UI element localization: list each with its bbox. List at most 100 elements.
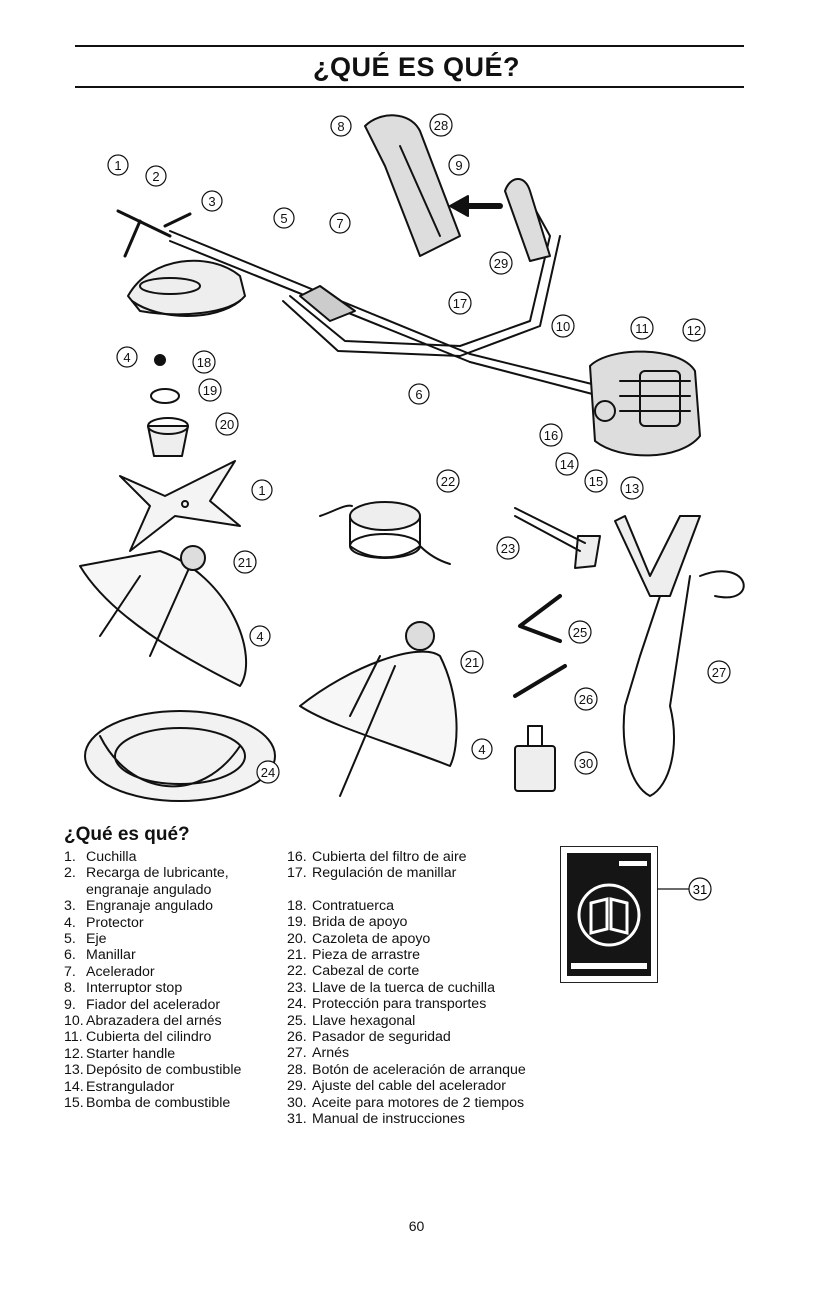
- legend-item: 15.Bomba de combustible: [64, 1095, 231, 1112]
- callout-26: 26: [574, 687, 598, 711]
- callout-22: 22: [436, 469, 460, 493]
- svg-text:10: 10: [556, 319, 570, 334]
- legend-item: engranaje angulado: [86, 881, 212, 898]
- title-underline: [75, 86, 744, 88]
- legend-item: 16.Cubierta del filtro de aire: [287, 849, 467, 865]
- legend-item: 25.Llave hexagonal: [287, 1012, 416, 1029]
- legend-item: 3.Engranaje angulado: [64, 898, 214, 915]
- svg-text:28: 28: [434, 118, 448, 133]
- svg-text:20: 20: [220, 417, 234, 432]
- page-title: ¿QUÉ ES QUÉ?: [312, 52, 521, 82]
- legend-item: 17.Regulación de manillar: [287, 865, 457, 882]
- callout-8: 8: [330, 115, 352, 137]
- callout-18: 18: [192, 350, 216, 374]
- legend-item: 23.Llave de la tuerca de cuchilla: [287, 979, 495, 996]
- callout-4b: 4: [249, 625, 271, 647]
- handlebar-drawing: [282, 190, 561, 357]
- transport-guard-drawing: [84, 710, 276, 802]
- blade-wrench-drawing: [514, 507, 601, 569]
- grip-drawing: [504, 178, 551, 262]
- svg-text:6: 6: [415, 387, 422, 402]
- legend-item: 21.Pieza de arrastre: [287, 947, 421, 964]
- guard-assembly-drawing: [116, 209, 246, 317]
- svg-text:19: 19: [203, 383, 217, 398]
- hex-key-drawing: [518, 594, 562, 643]
- legend-item: 19.Brida de apoyo: [287, 914, 408, 931]
- top-rule: [75, 45, 744, 47]
- svg-text:4: 4: [256, 629, 263, 644]
- svg-text:5: 5: [280, 211, 287, 226]
- legend-item: 18.Contratuerca: [287, 897, 395, 914]
- legend-item: 12.Starter handle: [64, 1045, 176, 1062]
- callout-6: 6: [408, 383, 430, 405]
- callout-1: 1: [107, 154, 129, 176]
- svg-text:1: 1: [258, 483, 265, 498]
- legend-item: 26.Pasador de seguridad: [287, 1029, 451, 1046]
- legend-column-2: 16.Cubierta del filtro de aire 17.Regula…: [287, 849, 627, 1128]
- legend-column-1: 1.Cuchilla 2.Recarga de lubricante, engr…: [64, 849, 304, 1112]
- oil-bottle-drawing: [514, 725, 556, 792]
- svg-text:26: 26: [579, 692, 593, 707]
- callout-19: 19: [198, 378, 222, 402]
- callout-20: 20: [215, 412, 239, 436]
- callout-24: 24: [256, 760, 280, 784]
- svg-text:22: 22: [441, 474, 455, 489]
- svg-text:4: 4: [478, 742, 485, 757]
- svg-text:21: 21: [238, 555, 252, 570]
- svg-text:14: 14: [560, 457, 574, 472]
- legend-item: 31.Manual de instrucciones: [287, 1111, 465, 1128]
- svg-text:1: 1: [114, 158, 121, 173]
- legend-item: 20.Cazoleta de apoyo: [287, 930, 431, 947]
- svg-text:25: 25: [573, 625, 587, 640]
- legend-item: 4.Protector: [64, 914, 144, 931]
- legend-item: 11.Cubierta del cilindro: [64, 1029, 212, 1046]
- callout-10: 10: [551, 314, 575, 338]
- legend-item: 22.Cabezal de corte: [287, 963, 420, 980]
- svg-text:7: 7: [336, 216, 343, 231]
- book-icon: [571, 861, 647, 969]
- blade-parts-drawing: [119, 354, 241, 552]
- callout-29: 29: [489, 251, 513, 275]
- legend-item: 8.Interruptor stop: [64, 980, 183, 997]
- blade-guard-drawing: [79, 545, 248, 687]
- legend-item: 14.Estrangulador: [64, 1078, 175, 1095]
- svg-text:31: 31: [693, 882, 707, 897]
- safety-pin-drawing: [513, 664, 567, 698]
- callout-12: 12: [682, 318, 706, 342]
- svg-text:23: 23: [501, 541, 515, 556]
- manual-cover-image: [560, 846, 658, 983]
- callout-13: 13: [620, 476, 644, 500]
- svg-text:18: 18: [197, 355, 211, 370]
- legend-item: 24.Protección para transportes: [287, 996, 487, 1013]
- svg-text:8: 8: [337, 119, 344, 134]
- svg-text:17: 17: [453, 296, 467, 311]
- svg-text:24: 24: [261, 765, 275, 780]
- harness-drawing: [614, 515, 745, 797]
- svg-text:13: 13: [625, 481, 639, 496]
- legend-title: ¿Qué es qué?: [64, 824, 190, 845]
- throttle-handle-drawing: [364, 114, 461, 257]
- callout-30: 30: [574, 751, 598, 775]
- svg-text:21: 21: [465, 655, 479, 670]
- callout-23: 23: [496, 536, 520, 560]
- legend-item: 5.Eje: [64, 931, 107, 948]
- legend-item: 29.Ajuste del cable del acelerador: [287, 1078, 507, 1095]
- callout-15: 15: [584, 469, 608, 493]
- callout-3: 3: [201, 190, 223, 212]
- page-number: 60: [408, 1218, 425, 1234]
- callout-2: 2: [145, 165, 167, 187]
- callout-5: 5: [273, 207, 295, 229]
- grass-guard-drawing: [299, 621, 458, 797]
- legend-item: 13.Depósito de combustible: [64, 1062, 242, 1079]
- legend-item: 30.Aceite para motores de 2 tiempos: [287, 1094, 525, 1111]
- callout-28: 28: [429, 113, 453, 137]
- legend-item: 2.Recarga de lubricante,: [64, 865, 229, 882]
- legend-item: 27.Arnés: [287, 1045, 350, 1062]
- legend-item: 28.Botón de aceleración de arranque: [287, 1061, 526, 1078]
- callout-4c: 4: [471, 738, 493, 760]
- parts-diagram: 1 2 3 5 7 8 28 9 29 17 10 11 12 4 18 19 …: [79, 113, 745, 802]
- legend-item: 10.Abrazadera del arnés: [64, 1013, 222, 1030]
- callout-7: 7: [329, 212, 351, 234]
- svg-text:16: 16: [544, 428, 558, 443]
- callout-4: 4: [116, 346, 138, 368]
